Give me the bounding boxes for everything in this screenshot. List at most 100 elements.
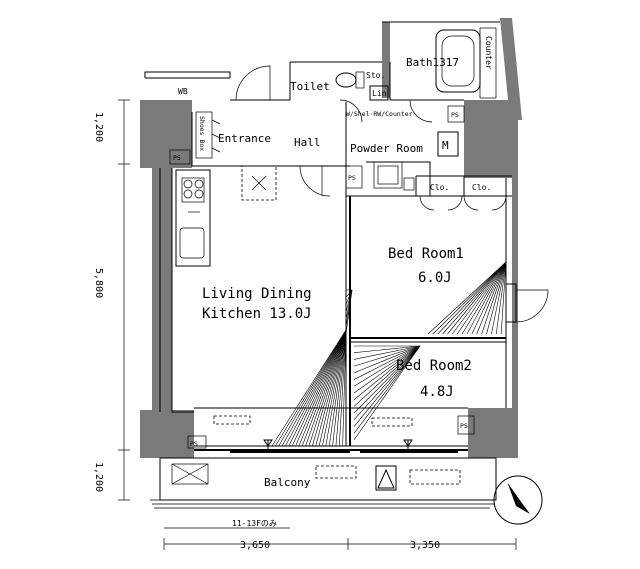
hatch-line (476, 261, 507, 335)
door-toilet (339, 99, 363, 123)
dim-left-bottom: 1,200 (93, 462, 104, 492)
hatch-line (491, 261, 507, 335)
balcony (150, 457, 497, 509)
hatch-box (375, 465, 397, 491)
hatch-line (353, 345, 421, 434)
entrance-label: Entrance (218, 132, 271, 145)
hatch-line (318, 329, 347, 447)
hatch-line (278, 329, 347, 447)
labels: Living Dining Kitchen 13.0J Bed Room1 6.… (93, 36, 493, 551)
evac-ladder (409, 469, 461, 485)
hatch-line (353, 345, 421, 414)
bed1-name: Bed Room1 (388, 246, 464, 262)
door-bath (409, 99, 433, 123)
washbasin-icon (373, 161, 403, 189)
dim-bottom-right: 3,350 (410, 540, 440, 551)
bath-label: Bath1317 (406, 56, 459, 69)
hatch-line (332, 329, 347, 447)
hatch-line (471, 261, 507, 335)
hatch-line (452, 261, 507, 335)
living-label-2: Kitchen 13.0J (202, 306, 312, 322)
hatch-line (305, 329, 347, 447)
column-bottom-left (140, 410, 194, 458)
structural-walls (140, 18, 522, 458)
hatch-line (486, 261, 507, 335)
hatch-line (353, 345, 421, 387)
windows (230, 283, 517, 453)
meter-box (437, 131, 459, 157)
hatch-line (442, 261, 507, 335)
hall-label: Hall (294, 136, 321, 149)
hatch-line (322, 329, 347, 447)
column-top-left (140, 100, 192, 168)
toilet-label: Toilet (290, 80, 330, 93)
hatch-line (353, 345, 421, 407)
wall-right (512, 178, 518, 410)
wet-area-fixtures (195, 27, 497, 191)
hatch-line (285, 329, 347, 447)
hatch-line (342, 329, 347, 447)
hatch-line (308, 329, 347, 447)
living-label-1: Living Dining (202, 286, 312, 302)
kitchen-sink-icon (179, 227, 205, 259)
floor-note: 11-13Fのみ (232, 519, 277, 528)
hatch-line (345, 289, 353, 298)
toilet-icon (335, 72, 357, 88)
wall-lines (144, 21, 512, 451)
balcony-label: Balcony (264, 476, 311, 489)
hatch-line (353, 345, 421, 394)
range-hood (241, 165, 277, 201)
hatch-line (295, 329, 347, 447)
door-hall (299, 165, 331, 197)
kitchen-counter (175, 169, 211, 267)
hatch-line (275, 329, 347, 447)
dim-left-mid: 5,800 (93, 268, 104, 298)
hatch-line (495, 261, 507, 335)
hatch-line (353, 345, 421, 441)
hatch-line (466, 261, 507, 335)
bed2-size: 4.8J (420, 384, 454, 400)
ps-label: PS (173, 154, 181, 162)
hatch-line (325, 329, 347, 447)
hatch-line (353, 345, 421, 427)
linen-box (369, 85, 389, 101)
shoes-box (195, 111, 213, 159)
stove-burner-icon (183, 179, 193, 189)
counter-label: Counter (484, 36, 493, 70)
meter-m-label: M (442, 139, 449, 152)
hatch-line (353, 345, 421, 421)
hatch-line (427, 261, 507, 335)
hatch-line (437, 261, 507, 335)
bath-counter (479, 27, 497, 99)
hatch-line (338, 329, 347, 447)
hatch-line (345, 289, 353, 305)
pipe-spaces (169, 105, 475, 449)
ps-label: PS (190, 440, 198, 448)
hatch-line (288, 329, 347, 447)
hatch-line (500, 261, 507, 335)
hatch-line (315, 329, 347, 447)
bed1-size: 6.0J (418, 270, 452, 286)
door-entrance (235, 65, 271, 101)
sto-label: Sto. (366, 71, 385, 80)
north-arrow-icon (493, 475, 543, 525)
closet-doors (419, 195, 507, 211)
hatch-line (291, 329, 347, 447)
clo2-label: Clo. (472, 183, 491, 192)
ps-label: PS (348, 174, 356, 182)
hatch-line (281, 329, 347, 447)
shoes-box-label: Shoes Box (198, 116, 206, 151)
hatch-line (461, 261, 507, 335)
floor-vent (213, 415, 251, 425)
hatch-line (353, 345, 421, 354)
hatch-line (301, 329, 347, 447)
hatch-line (271, 329, 347, 447)
hatch-line (353, 345, 421, 367)
hatch-line (353, 345, 421, 360)
clo1-label: Clo. (430, 183, 449, 192)
hatch-line (457, 261, 507, 335)
hatch-line (447, 261, 507, 335)
ps-label: PS (460, 422, 468, 430)
door-bed1-window (515, 289, 549, 323)
